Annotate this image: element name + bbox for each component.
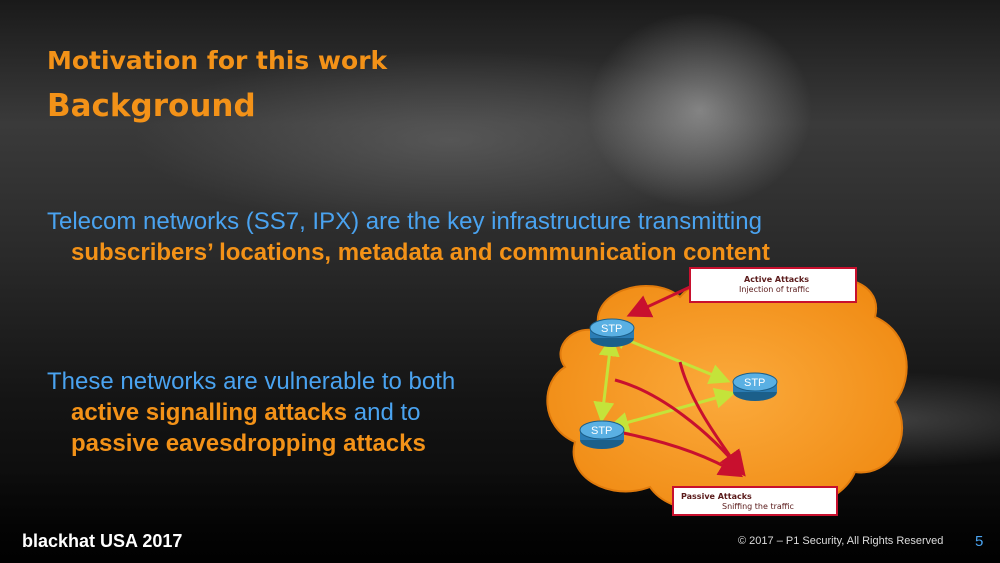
sniff-arrow-3 <box>678 361 744 475</box>
paragraph-vulnerable: These networks are vulnerable to both ac… <box>47 366 455 459</box>
active-attacks-title: Active Attacks <box>744 275 809 284</box>
active-attacks-highlight: active signalling attacks <box>71 399 348 426</box>
slide-title: Background <box>47 88 256 124</box>
footer-copyright: © 2017 – P1 Security, All Rights Reserve… <box>738 535 944 547</box>
footer-brand: blackhat USA 2017 <box>22 531 183 551</box>
passive-attacks-subtitle: Sniffing the traffic <box>722 502 794 511</box>
active-attacks-subtitle: Injection of traffic <box>739 285 810 294</box>
slide-subtitle: Motivation for this work <box>47 46 388 75</box>
attack-injection-arrow <box>626 285 691 318</box>
link-stp1-stp2 <box>606 329 731 385</box>
stp-node-2: STP <box>732 372 778 401</box>
stp-node-1: STP <box>589 318 635 347</box>
paragraph-vulnerable-line2: active signalling attacks and to <box>47 397 455 428</box>
stp-node-3: STP <box>579 420 625 449</box>
link-stp1-stp3 <box>593 335 620 423</box>
passive-attacks-highlight: passive eavesdropping attacks <box>71 430 426 457</box>
paragraph-vulnerable-line1: These networks are vulnerable to both <box>47 368 456 395</box>
passive-attacks-title: Passive Attacks <box>681 492 752 501</box>
passive-attacks-box: Passive Attacks Sniffing the traffic <box>672 486 838 516</box>
network-cloud <box>546 272 908 512</box>
paragraph-telecom-highlight: subscribers’ locations, metadata and com… <box>71 239 770 266</box>
page-number: 5 <box>975 533 984 550</box>
stp-label-1: STP <box>601 323 622 335</box>
stp-label-3: STP <box>591 425 612 437</box>
and-to-text: and to <box>347 399 421 426</box>
network-diagram: STP STP STP Active Attacks Injection of … <box>546 267 908 516</box>
paragraph-telecom-line1: Telecom networks (SS7, IPX) are the key … <box>47 208 762 235</box>
stp-label-2: STP <box>744 377 765 389</box>
paragraph-telecom: Telecom networks (SS7, IPX) are the key … <box>47 206 770 268</box>
active-attacks-box: Active Attacks Injection of traffic <box>689 267 857 303</box>
